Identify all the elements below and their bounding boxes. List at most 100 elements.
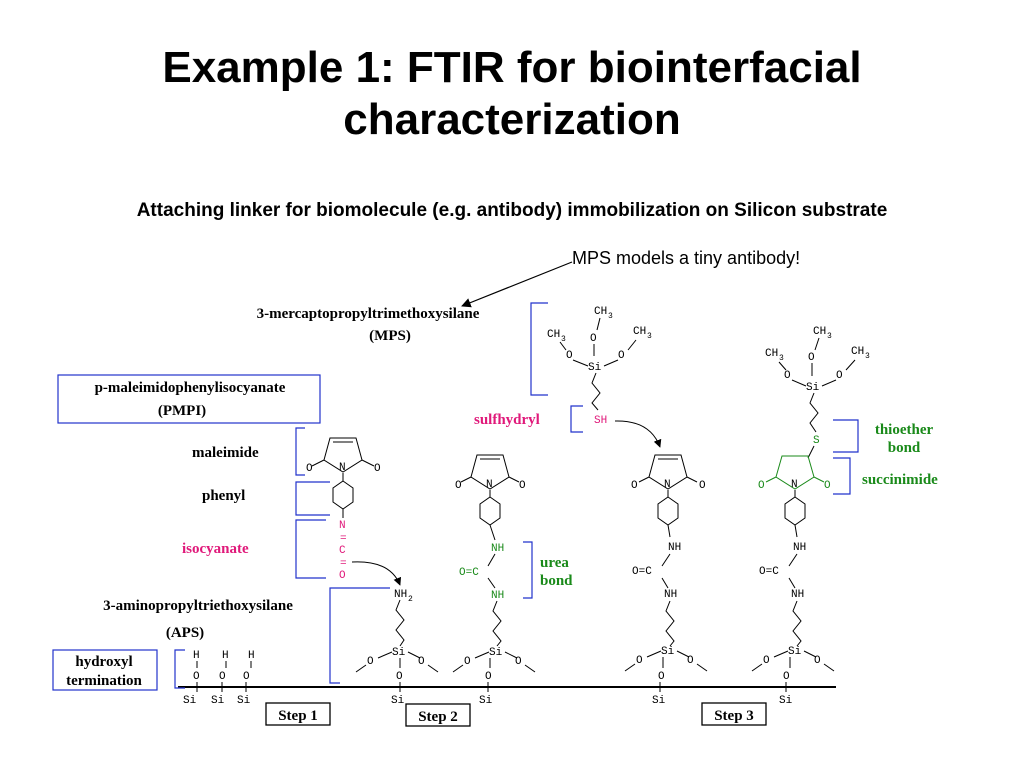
isocyanate-bracket xyxy=(295,519,326,579)
svg-text:Si: Si xyxy=(211,695,225,707)
subtitle: Attaching linker for biomolecule (e.g. a… xyxy=(136,200,888,221)
svg-text:N: N xyxy=(664,479,671,491)
svg-text:O: O xyxy=(836,370,843,382)
svg-text:N: N xyxy=(791,479,798,491)
svg-text:Si: Si xyxy=(652,695,666,707)
svg-text:O: O xyxy=(485,671,492,683)
aps-abbr-label: (APS) xyxy=(166,625,204,641)
svg-text:N: N xyxy=(339,520,346,532)
thioether-bracket xyxy=(833,419,859,453)
svg-text:Si: Si xyxy=(489,647,503,659)
svg-text:O: O xyxy=(306,463,313,475)
svg-text:O: O xyxy=(824,480,831,492)
title-line-1: Example 1: FTIR for biointerfacial xyxy=(162,43,862,92)
step-2-label: Step 2 xyxy=(418,709,458,725)
maleimide-bracket xyxy=(295,427,305,476)
svg-text:O: O xyxy=(219,671,226,683)
svg-text:=: = xyxy=(340,533,347,545)
svg-text:3: 3 xyxy=(779,354,784,363)
isocyanate-label: isocyanate xyxy=(182,541,249,557)
svg-text:H: H xyxy=(193,650,200,662)
svg-text:O: O xyxy=(464,656,471,668)
svg-text:O=C: O=C xyxy=(759,566,779,578)
succinimide-bracket xyxy=(833,457,851,495)
svg-text:H: H xyxy=(222,650,229,662)
urea-label: urea xyxy=(540,555,569,571)
hydroxyl-group-1: H O Si xyxy=(183,650,200,707)
callout-text: MPS models a tiny antibody! xyxy=(572,248,801,268)
svg-text:NH: NH xyxy=(793,542,806,554)
svg-text:O: O xyxy=(783,671,790,683)
step-3-label: Step 3 xyxy=(714,708,754,724)
thioether-label: thioether xyxy=(875,422,934,438)
svg-text:O: O xyxy=(566,350,573,362)
svg-text:O: O xyxy=(374,463,381,475)
svg-text:O: O xyxy=(618,350,625,362)
svg-text:O: O xyxy=(636,655,643,667)
svg-text:O: O xyxy=(814,655,821,667)
svg-text:NH: NH xyxy=(491,543,504,555)
svg-text:NH: NH xyxy=(791,589,804,601)
svg-text:O: O xyxy=(687,655,694,667)
aps-bracket xyxy=(329,587,390,684)
svg-text:=: = xyxy=(340,558,347,570)
mps-abbr-label: (MPS) xyxy=(369,328,411,344)
svg-text:N: N xyxy=(486,479,493,491)
svg-text:O: O xyxy=(418,656,425,668)
pmpi-molecule: O N O N = C = O xyxy=(306,437,381,582)
step1-reaction-arrow xyxy=(351,561,402,586)
pmpi-abbr-label: (PMPI) xyxy=(158,403,206,419)
svg-text:O: O xyxy=(699,480,706,492)
svg-text:SH: SH xyxy=(594,415,607,427)
svg-text:CH: CH xyxy=(813,326,826,338)
mps-molecule: CH 3 CH 3 CH 3 O O O Si SH xyxy=(547,306,652,427)
sulfhydryl-bracket xyxy=(570,405,583,433)
aps-name-label: 3-aminopropyltriethoxysilane xyxy=(103,598,293,614)
svg-text:O: O xyxy=(763,655,770,667)
mps-bracket xyxy=(530,302,548,396)
svg-text:Si: Si xyxy=(661,646,675,658)
svg-text:O: O xyxy=(243,671,250,683)
phenyl-label: phenyl xyxy=(202,488,245,504)
succinimide-label: succinimide xyxy=(862,472,938,488)
urea-bond-label: bond xyxy=(540,573,573,589)
callout-arrow xyxy=(461,261,573,308)
svg-text:O: O xyxy=(590,333,597,345)
svg-text:O: O xyxy=(396,671,403,683)
svg-text:O: O xyxy=(339,570,346,582)
aps-molecule: NH 2 Si O O O Si xyxy=(355,589,439,707)
maleimide-label: maleimide xyxy=(192,445,259,461)
svg-text:2: 2 xyxy=(408,595,413,604)
svg-text:Si: Si xyxy=(479,695,493,707)
svg-text:O: O xyxy=(758,480,765,492)
hydroxyl-group-2: H O Si xyxy=(211,650,229,707)
svg-text:O: O xyxy=(808,352,815,364)
pmpi-box xyxy=(57,374,321,424)
step-3-box: Step 3 xyxy=(701,702,767,726)
svg-text:NH: NH xyxy=(491,590,504,602)
svg-text:CH: CH xyxy=(851,346,864,358)
svg-text:O=C: O=C xyxy=(459,567,479,579)
svg-text:S: S xyxy=(813,435,820,447)
svg-text:Si: Si xyxy=(588,362,602,374)
svg-text:O: O xyxy=(519,480,526,492)
svg-text:Si: Si xyxy=(183,695,197,707)
step-2-box: Step 2 xyxy=(405,703,471,727)
svg-text:3: 3 xyxy=(647,332,652,341)
svg-text:O: O xyxy=(193,671,200,683)
step3-molecule-before: O N O NH O=C NH Si O O O Si xyxy=(624,454,708,707)
step-1-box: Step 1 xyxy=(265,702,331,726)
step-1-label: Step 1 xyxy=(278,708,318,724)
hydroxyl-label: hydroxyl xyxy=(75,654,132,670)
svg-text:O: O xyxy=(367,656,374,668)
svg-text:CH: CH xyxy=(594,306,607,318)
svg-text:H: H xyxy=(248,650,255,662)
thioether-bond-label: bond xyxy=(888,440,921,456)
phenyl-bracket xyxy=(295,481,330,516)
svg-text:Si: Si xyxy=(391,695,405,707)
svg-text:NH: NH xyxy=(668,542,681,554)
svg-text:Si: Si xyxy=(392,647,406,659)
svg-text:C: C xyxy=(339,545,346,557)
